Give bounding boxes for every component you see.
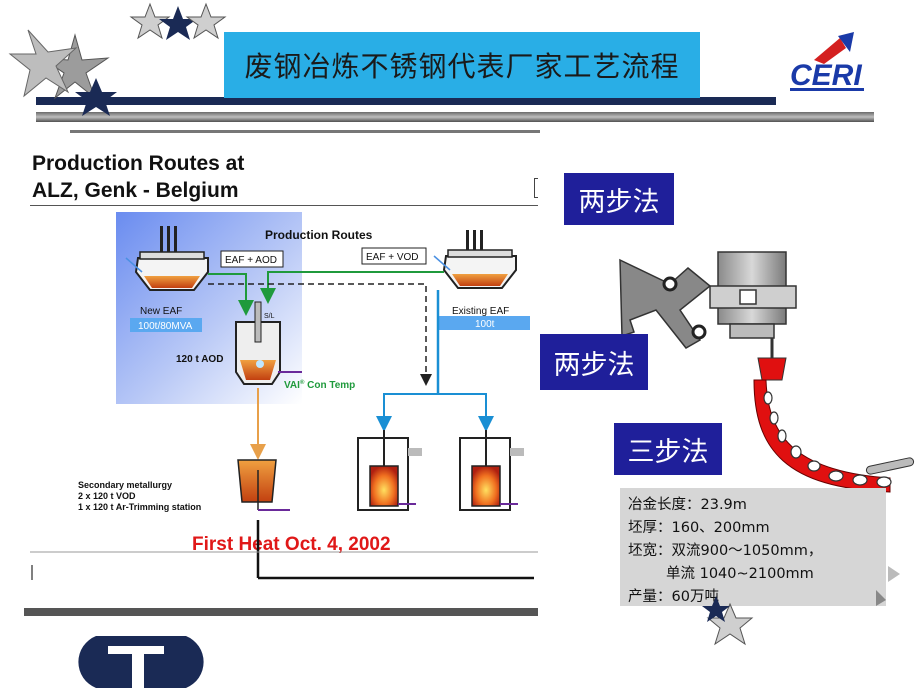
spec-output: 产量：60万吨 xyxy=(628,589,719,605)
existing-eaf-label: Existing EAF xyxy=(452,306,509,317)
secondary-line3: 1 x 120 t Ar-Trimming station xyxy=(78,502,201,512)
secondary-line2: 2 x 120 t VOD xyxy=(78,491,136,501)
spec-thickness: 坯厚：160、200mm xyxy=(628,520,770,536)
header-bar xyxy=(36,97,776,105)
label-three-step: 三步法 xyxy=(614,423,722,475)
page-title: 废钢冶炼不锈钢代表厂家工艺流程 xyxy=(224,32,700,98)
footer-decoration xyxy=(78,566,900,690)
vai-con-temp: VAI® Con Temp xyxy=(284,379,355,391)
first-heat-text: First Heat Oct. 4, 2002 xyxy=(192,534,391,555)
label-two-step-top: 两步法 xyxy=(564,173,674,225)
diagram-title-line1: Production Routes at xyxy=(32,152,245,175)
star-icon xyxy=(185,2,227,40)
existing-eaf-spec: 100t xyxy=(475,319,495,330)
ceri-logo: CERI xyxy=(790,32,864,92)
svg-text:S/L: S/L xyxy=(264,313,275,320)
star-icon xyxy=(159,6,197,40)
new-eaf-spec-box xyxy=(130,318,202,332)
route-tag-eaf-vod: EAF + VOD xyxy=(366,252,419,263)
secondary-ladle xyxy=(237,459,290,511)
vod-station-2 xyxy=(459,430,524,511)
header-decoration xyxy=(8,2,874,133)
route-tag-eaf-aod: EAF + AOD xyxy=(225,255,277,266)
route-green-1 xyxy=(208,273,254,316)
route-blue-left xyxy=(376,393,438,432)
spec-width: 坯宽：双流900～1050mm， xyxy=(628,543,823,559)
diagram-title: Production Routes at ALZ, Genk - Belgium xyxy=(32,150,244,204)
spec-length: 冶金长度：23.9m xyxy=(628,497,747,513)
spec-width-single: 单流 1040~2100mm xyxy=(666,566,814,582)
existing-eaf-spec-box xyxy=(438,316,530,330)
route-dashed-black xyxy=(208,283,432,386)
aod-label: 120 t AOD xyxy=(176,354,223,365)
new-eaf-spec: 100t/80MVA xyxy=(138,321,193,332)
route-blue-right xyxy=(438,393,494,432)
aod-converter xyxy=(235,301,281,385)
route-green-2 xyxy=(260,271,444,304)
existing-eaf-furnace xyxy=(433,230,517,289)
star-icon xyxy=(706,602,754,646)
label-two-step-mid: 两步法 xyxy=(540,334,648,390)
new-eaf-label: New EAF xyxy=(140,306,182,317)
bracket-mark xyxy=(534,178,538,198)
diagram-title-line2: ALZ, Genk - Belgium xyxy=(32,179,239,202)
caster-spec-box: 冶金长度：23.9m 坯厚：160、200mm 坯宽：双流900～1050mm，… xyxy=(620,488,886,606)
vod-station-1 xyxy=(357,430,422,511)
logo-text: CERI xyxy=(790,59,862,92)
production-routes-diagram: Production Routes New EAF 100t/80MVA EAF… xyxy=(24,212,538,616)
routes-heading: Production Routes xyxy=(265,228,373,242)
title-underline xyxy=(30,205,538,206)
star-icon xyxy=(129,2,171,40)
secondary-line1: Secondary metallurgy xyxy=(78,480,172,490)
continuous-caster-illustration xyxy=(619,251,915,493)
new-eaf-furnace xyxy=(125,226,209,291)
